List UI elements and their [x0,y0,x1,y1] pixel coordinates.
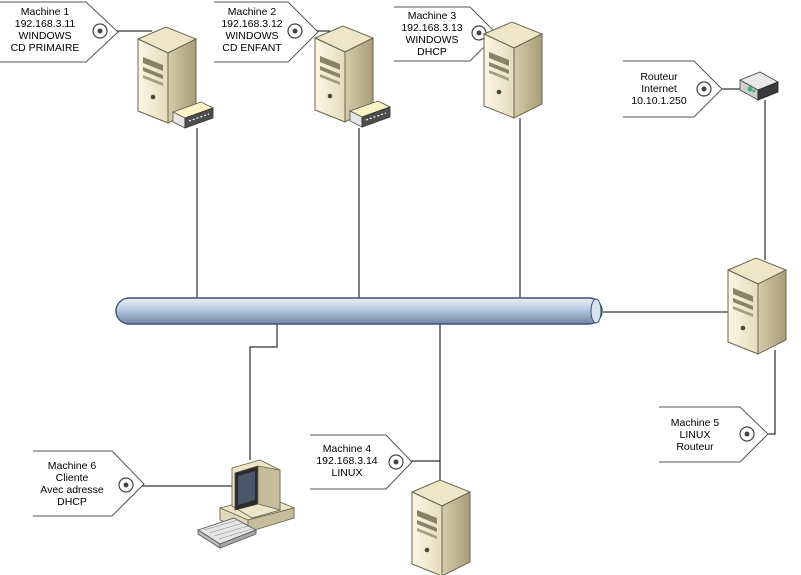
tag-machine-2 [214,1,319,63]
link-machine-5-tag [760,350,776,435]
server-icon [727,257,787,355]
tag-machine-5 [659,406,769,463]
link-machine-6 [249,324,278,460]
network-bus [115,297,603,325]
tag-router [623,60,723,118]
server-icon [411,479,471,575]
tag-machine-1 [0,1,119,63]
server-with-modem-icon [137,26,214,129]
server-icon [483,21,543,119]
router-icon [739,71,779,101]
tag-machine-6 [33,450,145,517]
workstation-icon [196,459,296,549]
server-with-modem-icon [314,25,391,128]
tag-machine-4 [310,434,413,490]
